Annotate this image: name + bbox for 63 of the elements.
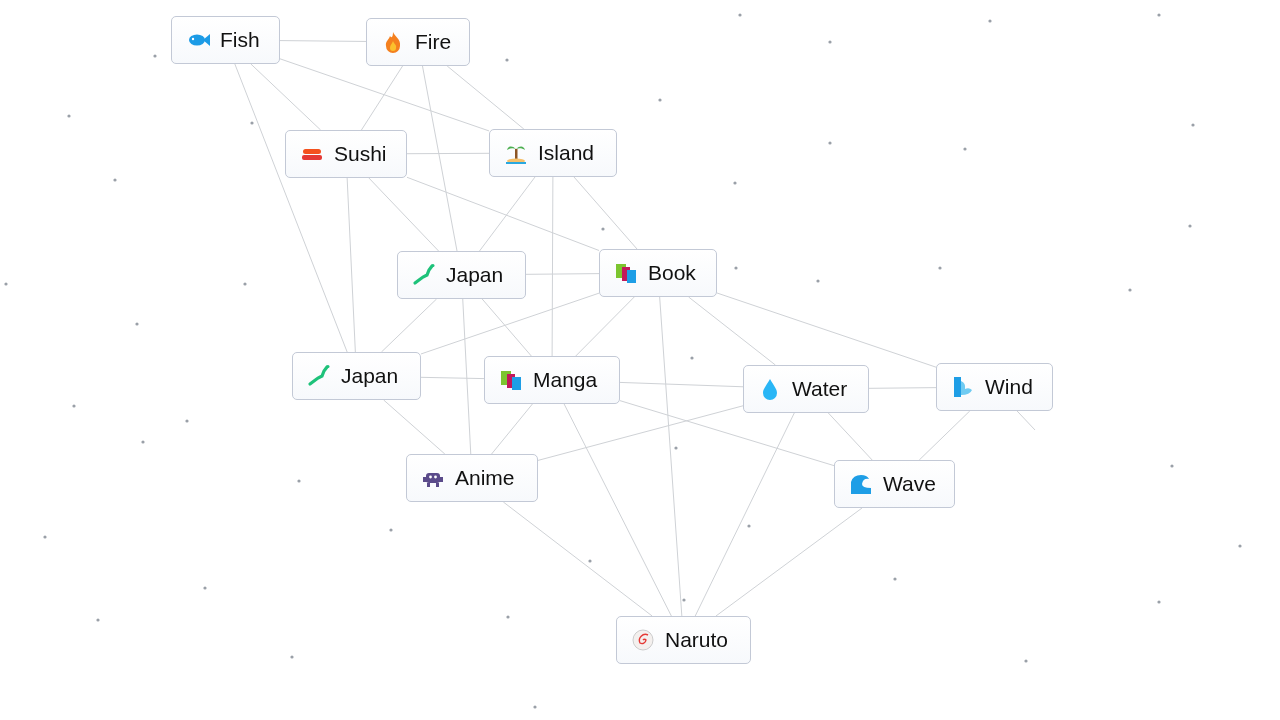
connector-line: [462, 298, 472, 455]
connector-line: [491, 403, 533, 455]
connector-line: [406, 152, 490, 155]
connector-line: [575, 296, 635, 357]
element-name: Water: [792, 377, 848, 401]
connector-line: [551, 176, 554, 357]
element-name: Anime: [455, 466, 515, 490]
element-card: [834, 460, 955, 508]
element-card: [406, 454, 538, 502]
element-card: [743, 365, 869, 413]
connector-line: [250, 63, 322, 131]
connector-line: [619, 381, 744, 388]
element-name: Japan: [341, 364, 399, 388]
connector-line: [573, 176, 638, 250]
connector-line: [383, 399, 446, 455]
connector-line: [525, 273, 600, 275]
element-card: [616, 616, 751, 664]
connector-line: [502, 501, 653, 617]
element-name: Fish: [220, 28, 260, 52]
connector-line: [279, 58, 490, 132]
connector-line: [716, 292, 937, 368]
element-card: [489, 129, 617, 177]
element-name: Fire: [415, 30, 452, 54]
element-name: Sushi: [334, 142, 387, 166]
connector-line: [422, 65, 458, 252]
connector-line: [1016, 410, 1036, 431]
connector-line: [368, 177, 440, 252]
element-name: Wave: [883, 472, 936, 496]
element-name: Japan: [446, 263, 504, 287]
element-name: Book: [648, 261, 696, 285]
connector-line: [694, 412, 795, 617]
connector-line: [234, 63, 348, 353]
connector-line: [446, 65, 525, 130]
connector-line: [420, 376, 485, 380]
element-name: Island: [538, 141, 595, 165]
element-card: [936, 363, 1053, 411]
connector-line: [868, 387, 937, 389]
element-name: Naruto: [665, 628, 729, 652]
connector-line: [420, 292, 600, 355]
element-card: [484, 356, 620, 404]
connector-line: [563, 403, 672, 617]
element-card: [366, 18, 470, 66]
connector-line: [715, 507, 863, 617]
connector-line: [380, 298, 438, 353]
connector-line: [918, 410, 971, 461]
connector-line: [479, 176, 536, 252]
connector-line: [619, 400, 835, 467]
connector-line: [827, 412, 873, 461]
element-card: [285, 130, 407, 178]
connector-line: [346, 177, 356, 353]
element-name: Manga: [533, 368, 598, 392]
connector-line: [360, 65, 404, 131]
element-name: Wind: [985, 375, 1033, 399]
element-card: [397, 251, 526, 299]
connector-line: [279, 40, 367, 42]
connector-line: [537, 405, 744, 461]
element-card: [599, 249, 717, 297]
connector-line: [688, 296, 776, 366]
element-card: [292, 352, 421, 400]
connector-line: [481, 298, 532, 357]
connector-line: [659, 296, 683, 617]
connector-line: [406, 176, 600, 251]
element-card: [171, 16, 280, 64]
